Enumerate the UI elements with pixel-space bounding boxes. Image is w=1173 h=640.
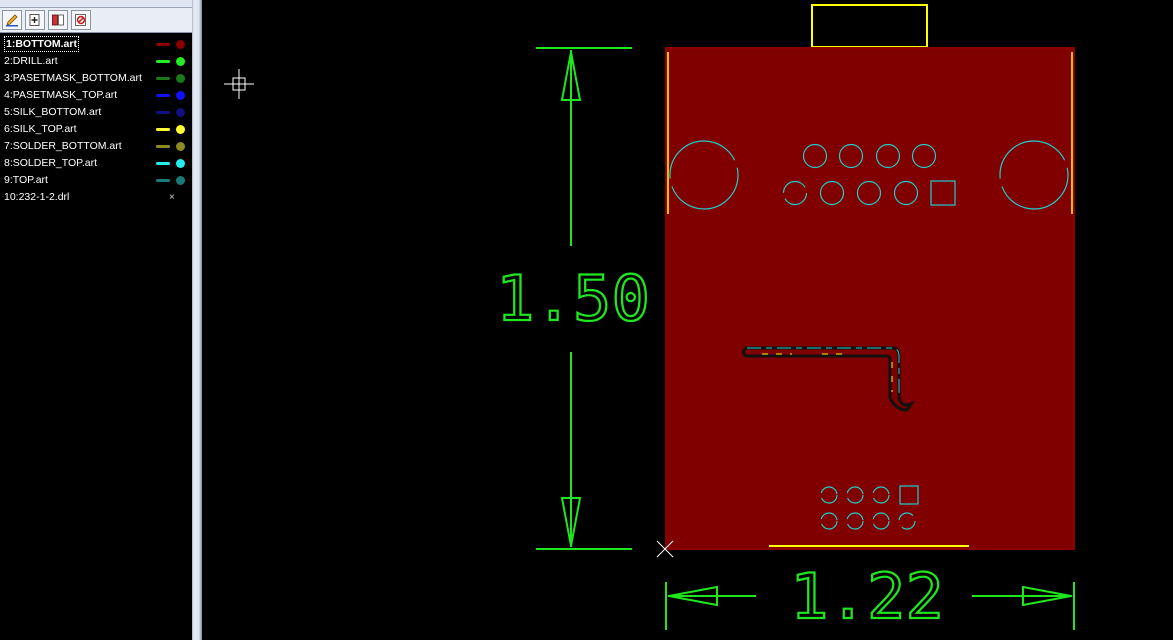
crosshair-cursor-icon (224, 69, 254, 99)
layer-visibility-dot[interactable] (176, 142, 185, 151)
layer-color-swatch[interactable] (156, 128, 170, 131)
layer-visibility-dot[interactable] (176, 40, 185, 49)
layers-button[interactable] (48, 10, 68, 30)
layer-name: 8:SOLDER_TOP.art (4, 157, 97, 169)
layer-visibility-dot[interactable] (176, 125, 185, 134)
layer-name: 6:SILK_TOP.art (4, 123, 77, 135)
layer-item[interactable]: 8:SOLDER_TOP.art (0, 155, 190, 172)
pen-edit-button[interactable] (2, 10, 22, 30)
layer-name: 9:TOP.art (4, 174, 48, 186)
layer-visibility-dot[interactable] (176, 108, 185, 117)
layer-item[interactable]: 2:DRILL.art (0, 53, 190, 70)
panel-splitter[interactable] (192, 0, 202, 640)
layer-item[interactable]: 3:PASETMASK_BOTTOM.art (0, 70, 190, 87)
pcb-trace-silk (762, 353, 893, 392)
layer-visibility-dot[interactable] (176, 57, 185, 66)
layer-item[interactable]: 4:PASETMASK_TOP.art (0, 87, 190, 104)
pcb-trace-highlight (747, 347, 900, 398)
layer-name: 10:232-1-2.drl (4, 191, 70, 203)
add-layer-button[interactable] (25, 10, 45, 30)
layer-item[interactable]: 7:SOLDER_BOTTOM.art (0, 138, 190, 155)
layer-name: 3:PASETMASK_BOTTOM.art (4, 72, 142, 84)
layer-color-swatch[interactable] (156, 43, 170, 46)
layer-visibility-dot[interactable] (176, 91, 185, 100)
layer-color-swatch[interactable] (156, 94, 170, 97)
layer-color-swatch[interactable] (156, 111, 170, 114)
layer-visibility-dot[interactable] (176, 176, 185, 185)
connector-silkscreen-outline (811, 4, 928, 48)
layer-color-swatch[interactable] (156, 162, 170, 165)
layer-name: 4:PASETMASK_TOP.art (4, 89, 118, 101)
layer-item[interactable]: 5:SILK_BOTTOM.art (0, 104, 190, 121)
layer-color-swatch[interactable] (156, 179, 170, 182)
layer-color-swatch[interactable] (156, 145, 170, 148)
pcb-canvas[interactable]: 1.50 1.22 (202, 0, 1173, 640)
db9-pad-row-1 (802, 143, 937, 169)
header-pad-row-2 (820, 512, 916, 530)
layer-name: 5:SILK_BOTTOM.art (4, 106, 102, 118)
mounting-hole-left (669, 140, 739, 210)
db9-pad-row-2 (782, 180, 956, 206)
origin-marker-icon (656, 540, 674, 558)
layer-list: 1:BOTTOM.art 2:DRILL.art 3:PASETMASK_BOTTO… (0, 36, 190, 206)
board-fill (665, 47, 1075, 550)
layer-name: 2:DRILL.art (4, 55, 58, 67)
layers-delete-icon (75, 14, 86, 26)
pen-edit-icon (6, 14, 18, 27)
layer-color-swatch[interactable] (156, 77, 170, 80)
mounting-hole-right (999, 140, 1069, 210)
layer-visibility-dot[interactable] (176, 74, 185, 83)
layer-hidden-icon[interactable]: × (169, 192, 175, 203)
pcb-drawing: 1.50 1.22 (224, 4, 1075, 634)
add-layer-icon (29, 14, 40, 26)
layer-color-swatch[interactable] (156, 60, 170, 63)
layer-toolbar (0, 8, 192, 33)
height-dimension (536, 47, 632, 550)
delete-layer-button[interactable] (71, 10, 91, 30)
layer-item[interactable]: 1:BOTTOM.art (0, 36, 190, 53)
layer-panel: 1:BOTTOM.art 2:DRILL.art 3:PASETMASK_BOTTO… (0, 0, 192, 640)
height-dimension-label: 1.50 (496, 262, 650, 335)
header-pad-row-1 (820, 485, 919, 505)
width-dimension-label: 1.22 (790, 560, 944, 633)
layers-icon (52, 14, 64, 26)
layer-item[interactable]: 9:TOP.art (0, 172, 190, 189)
layer-visibility-dot[interactable] (176, 159, 185, 168)
layer-item[interactable]: 6:SILK_TOP.art (0, 121, 190, 138)
layer-name: 1:BOTTOM.art (4, 36, 79, 52)
panel-title-bar (0, 0, 192, 8)
layer-name: 7:SOLDER_BOTTOM.art (4, 140, 122, 152)
width-dimension (665, 582, 1075, 630)
layer-item[interactable]: 10:232-1-2.drl × (0, 189, 190, 206)
